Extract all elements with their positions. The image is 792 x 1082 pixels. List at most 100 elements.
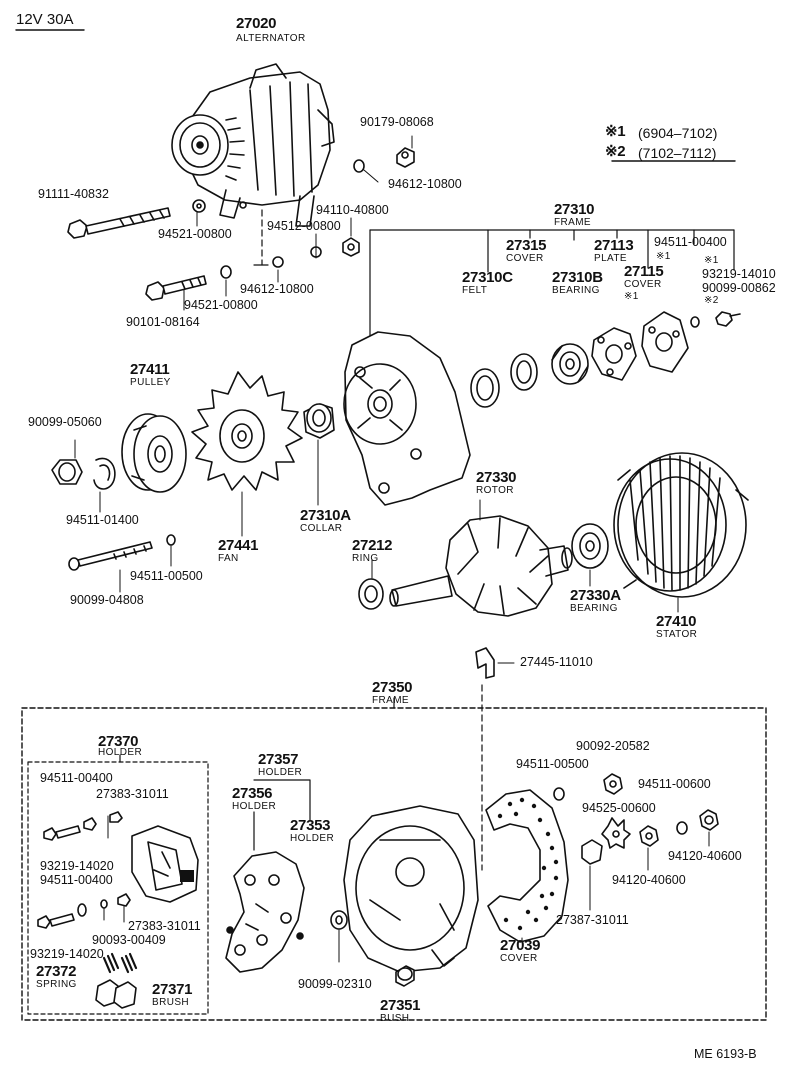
screw-93219-a-number: 93219-14020 <box>40 859 114 873</box>
plate-27113-number: 27113 <box>594 237 634 254</box>
doc-code: ME 6193-B <box>694 1047 757 1061</box>
washer-94511-00400-top-number: 94511-00400 <box>654 235 727 249</box>
cover-27315-name: COVER <box>506 253 544 264</box>
bush-27351-name: BUSH <box>380 1013 410 1024</box>
cover-27039-drawing <box>485 789 569 943</box>
note-1-text: (6904–7102) <box>638 125 718 141</box>
rear-frame-27350-drawing <box>343 805 479 973</box>
brush-27371-number: 27371 <box>152 981 193 998</box>
pulley-27411-number: 27411 <box>130 361 170 378</box>
holder-27370-number: 27370 <box>98 733 139 750</box>
washer-94521-a-number: 94521-00800 <box>158 227 232 241</box>
fan-27441-name: FAN <box>218 553 239 564</box>
note-2-mark: ※2 <box>605 143 626 160</box>
frame-27310-number: 27310 <box>554 201 595 218</box>
holder-27357-name: HOLDER <box>258 767 303 778</box>
alternator-number: 27020 <box>236 15 277 32</box>
felt-27310c-number: 27310C <box>462 269 513 286</box>
bolt-90101-drawing <box>145 275 207 301</box>
spec-label: 12V 30A <box>16 11 74 28</box>
screw-93219-top-number: 93219-14010 <box>702 267 776 281</box>
cover-27039-name: COVER <box>500 953 538 964</box>
collar-27310a-name: COLLAR <box>300 523 343 534</box>
bush-27351-number: 27351 <box>380 997 421 1014</box>
screw-27383-b-number: 27383-31011 <box>128 919 201 933</box>
holder-27356-name: HOLDER <box>232 801 277 812</box>
spring-27372-name: SPRING <box>36 979 77 990</box>
pulley-27411-drawing <box>121 413 187 493</box>
cover-27039-number: 27039 <box>500 937 541 954</box>
bearing-27310b-name: BEARING <box>552 285 600 296</box>
nut-90099-05060-number: 90099-05060 <box>28 415 102 429</box>
fan-27441-number: 27441 <box>218 537 259 554</box>
bolt-91111-drawing <box>67 207 171 239</box>
spring-27372-number: 27372 <box>36 963 77 980</box>
washer-94612-a-number: 94612-10800 <box>388 177 462 191</box>
screw-90099-00862-mark: ※2 <box>704 295 719 306</box>
felt-27310c-name: FELT <box>462 285 488 296</box>
note-2-text: (7102–7112) <box>638 145 717 161</box>
insulator-27387-number: 27387-31011 <box>556 913 629 927</box>
pulley-27411-name: PULLEY <box>130 377 171 388</box>
bolt-90101-number: 90101-08164 <box>126 315 200 329</box>
ring-27212-number: 27212 <box>352 537 393 554</box>
nut-94110-number: 94110-40800 <box>316 203 389 217</box>
bolt-91111-number: 91111-40832 <box>38 187 109 201</box>
nut-90092-number: 90092-20582 <box>576 739 650 753</box>
ring-27212-name: RING <box>352 553 379 564</box>
washer-94511-00400-a-number: 94511-00400 <box>40 771 113 785</box>
brush-27371-name: BRUSH <box>152 997 190 1008</box>
alternator-drawing <box>171 63 335 227</box>
stator-27410-drawing <box>613 452 749 598</box>
screw-27383-a-number: 27383-31011 <box>96 787 169 801</box>
rotor-27330-number: 27330 <box>476 469 517 486</box>
clip-27445-number: 27445-11010 <box>520 655 593 669</box>
frame-27350-number: 27350 <box>372 679 413 696</box>
stator-27410-name: STATOR <box>656 629 698 640</box>
plate-27113-name: PLATE <box>594 253 627 264</box>
nut-94120-a-number: 94120-40600 <box>668 849 742 863</box>
holder-27370-name: HOLDER <box>98 747 143 758</box>
holder-27353-number: 27353 <box>290 817 331 834</box>
cover-27115-mark: ※1 <box>624 291 639 302</box>
washer-94512-number: 94512-00800 <box>267 219 341 233</box>
washer-94511-00500-low-number: 94511-00500 <box>516 757 589 771</box>
cover-27115-name: COVER <box>624 279 662 290</box>
washer-94612-b-number: 94612-10800 <box>240 282 314 296</box>
washer-90093-number: 90093-00409 <box>92 933 166 947</box>
holder-27353-name: HOLDER <box>290 833 335 844</box>
bolt-90099-04808-drawing <box>68 541 153 571</box>
washer-94525-number: 94525-00600 <box>582 801 656 815</box>
fan-27441-drawing <box>191 371 303 491</box>
washer-90099-02310-number: 90099-02310 <box>298 977 372 991</box>
washer-94511-00500-mid-number: 94511-00500 <box>130 569 203 583</box>
washer-94511-00400-top-mark: ※1 <box>656 251 671 262</box>
frame-27310-drawing <box>343 331 471 506</box>
frame-27310-name: FRAME <box>554 217 591 228</box>
washer-94521-b-number: 94521-00800 <box>184 298 258 312</box>
holder-27356-number: 27356 <box>232 785 273 802</box>
rotor-27330-drawing <box>389 515 573 617</box>
bearing-27330a-number: 27330A <box>570 587 621 604</box>
washer-94511-01400-number: 94511-01400 <box>66 513 139 527</box>
nut-94120-b-number: 94120-40600 <box>612 873 686 887</box>
frame-27350-name: FRAME <box>372 695 409 706</box>
washer-94511-00600-number: 94511-00600 <box>638 777 711 791</box>
cover-27115-number: 27115 <box>624 263 664 280</box>
bearing-27310b-number: 27310B <box>552 269 603 286</box>
bearing-27330a-name: BEARING <box>570 603 618 614</box>
bolt-90099-04808-number: 90099-04808 <box>70 593 144 607</box>
screw-90099-00862-number: 90099-00862 <box>702 281 776 295</box>
nut-90179-number: 90179-08068 <box>360 115 434 129</box>
alternator-name: ALTERNATOR <box>236 33 306 44</box>
cover-27315-number: 27315 <box>506 237 547 254</box>
holder-27356-drawing <box>225 851 305 973</box>
rotor-27330-name: ROTOR <box>476 485 514 496</box>
holder-27357-number: 27357 <box>258 751 299 768</box>
screw-93219-top-mark: ※1 <box>704 255 719 266</box>
note-1-mark: ※1 <box>605 123 626 140</box>
stator-27410-number: 27410 <box>656 613 697 630</box>
